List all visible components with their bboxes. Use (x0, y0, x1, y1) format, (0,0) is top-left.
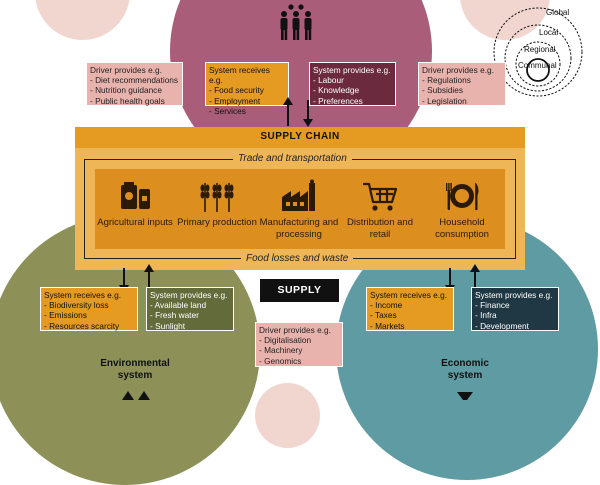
box-line: - Resources scarcity (44, 320, 120, 331)
scale-label-communal: Communal (518, 61, 557, 70)
scale-label-regional: Regional (524, 45, 556, 54)
box-line: - Food security (209, 85, 264, 96)
environment-icon-partial (122, 391, 150, 400)
box-line: - Services (209, 105, 246, 116)
box-title: Driver provides e.g. (422, 65, 494, 75)
scale-label-local: Local (539, 28, 558, 37)
box-line: - Preferences (313, 95, 363, 106)
box-line: - Knowledge (313, 85, 360, 96)
trade-transport-label: Trade and transportation (233, 153, 352, 164)
box-title: System receives e.g. (209, 65, 270, 86)
environmental-provides-box: System provides e.g. - Available land - … (146, 287, 234, 331)
box-line: - Taxes (370, 310, 397, 321)
arrow-up-from-environment (144, 264, 154, 289)
economic-system-label: Economic system (441, 358, 489, 381)
economy-icon-partial (457, 392, 473, 400)
stage-label: Manufacturing and processing (259, 217, 339, 240)
box-line: - Subsidies (422, 85, 464, 96)
scale-label-global: Global (546, 8, 569, 17)
box-line: - Legislation (422, 95, 467, 106)
box-title: System provides e.g. (150, 290, 228, 300)
stage-household-consumption: Household consumption (419, 171, 505, 251)
wheat-icon (200, 183, 234, 212)
factory-icon (282, 179, 315, 211)
decorative-circle-bottom-center (255, 383, 320, 448)
box-line: - Digitalisation (259, 335, 312, 346)
people-group-icon (280, 4, 312, 40)
box-line: - Available land (150, 300, 207, 311)
economic-receives-box: System receives e.g. - Income - Taxes - … (366, 287, 454, 331)
box-line: - Nutrition guidance (90, 85, 162, 96)
environmental-system-label: Environmental system (100, 358, 170, 381)
stage-label: Primary production (177, 217, 257, 228)
arrow-down-to-environment (119, 268, 129, 293)
shopping-cart-icon (363, 182, 398, 211)
stage-label: Distribution and retail (346, 217, 413, 240)
box-title: System receives e.g. (44, 290, 122, 300)
box-line: - Sunlight (150, 320, 186, 331)
box-title: System receives e.g. (370, 290, 448, 300)
box-title: Driver provides e.g. (90, 65, 162, 75)
box-title: System provides e.g. (475, 290, 553, 300)
stage-primary-production: Primary production (174, 171, 260, 251)
social-receives-box: System receives e.g. - Food security - E… (205, 62, 289, 116)
social-driver-box-right: Driver provides e.g. - Regulations - Sub… (418, 62, 506, 106)
box-line: - Regulations (422, 75, 471, 86)
box-line: - Genomics (259, 355, 302, 366)
arrow-up-to-social (283, 97, 293, 126)
decorative-circle-top-left (35, 0, 130, 40)
food-losses-label: Food losses and waste (241, 253, 354, 264)
arrow-up-from-economy (470, 264, 480, 289)
supply-badge: SUPPLY (260, 279, 339, 302)
economic-provides-box: System provides e.g. - Finance - Infra -… (471, 287, 559, 331)
social-driver-box-left: Driver provides e.g. - Diet recommendati… (86, 62, 183, 106)
box-line: - Public health goals (90, 95, 165, 106)
box-title: System provides e.g. (313, 65, 391, 75)
scale-concentric-circles: Global Local Regional Communal (493, 7, 583, 97)
stage-manufacturing-processing: Manufacturing and processing (256, 171, 342, 251)
box-title: Driver provides e.g. (259, 325, 331, 335)
stage-agricultural-inputs: Agricultural inputs (92, 171, 178, 251)
box-line: - Markets (370, 320, 405, 331)
fertilizer-bags-icon (121, 182, 150, 209)
box-line: - Finance (475, 300, 510, 311)
box-line: - Employment (209, 95, 261, 106)
environmental-receives-box: System receives e.g. - Biodiversity loss… (40, 287, 138, 331)
stage-label: Household consumption (435, 217, 489, 240)
arrow-down-from-social (303, 100, 313, 127)
box-line: - Labour (313, 75, 344, 86)
box-line: - Fresh water (150, 310, 199, 321)
box-line: - Development (475, 320, 529, 331)
box-line: - Machinery (259, 345, 303, 356)
supply-chain-title: SUPPLY CHAIN (260, 131, 340, 142)
plate-cutlery-icon (446, 183, 479, 210)
box-line: - Biodiversity loss (44, 300, 109, 311)
box-line: - Infra (475, 310, 497, 321)
arrow-down-to-economy (445, 268, 455, 293)
stage-label: Agricultural inputs (97, 217, 173, 228)
driver-box-bottom: Driver provides e.g. - Digitalisation - … (255, 322, 343, 367)
box-line: - Emissions (44, 310, 87, 321)
social-provides-box: System provides e.g. - Labour - Knowledg… (309, 62, 396, 106)
stage-distribution-retail: Distribution and retail (337, 171, 423, 251)
box-line: - Income (370, 300, 403, 311)
box-line: - Diet recommendations (90, 75, 179, 86)
